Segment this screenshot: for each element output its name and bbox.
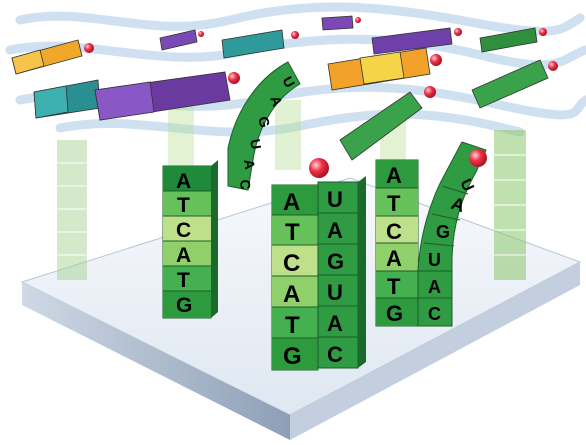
probe-column-3: A T C A T G [375,159,419,327]
strand-orange-yellow-right [327,47,442,91]
probe1-base-2: T [177,194,190,217]
target-base-4: U [247,138,265,151]
probe-column-2: A T C A T G [271,184,319,371]
strand-orange-top-left [11,39,94,75]
bound-strand-3: U A G U A C [417,141,487,327]
probe1-base-6: G [176,294,192,317]
bound-strand-2: U A G U A C [309,158,366,369]
probe2-base-2: T [285,219,300,246]
probe1-base-4: A [176,244,191,267]
target-base-3: G [255,115,273,130]
bound3-base-5: A [428,277,441,297]
strand-purple-small [159,29,204,51]
bound2-base-6: C [327,342,343,367]
strand-purple-right [371,27,462,55]
bound3-base-6: C [428,304,441,324]
bound2-base-5: A [327,311,343,336]
bound3-base-2: A [449,193,468,216]
probe1-base-3: C [176,219,191,242]
strand-green-right-mid [471,59,558,109]
bound3-base-4: U [428,250,441,270]
probe2-base-1: A [283,189,300,216]
bound2-base-4: U [327,280,343,305]
faded-probe-right [494,130,526,280]
probe2-base-5: T [285,312,300,339]
bound2-base-2: A [327,218,343,243]
probe3-base-2: T [387,191,401,216]
bound2-base-1: U [327,187,343,212]
target-base-5: A [241,158,258,170]
strand-teal-left [33,79,101,119]
probe2-base-4: A [283,281,300,308]
probe2-base-3: C [283,250,300,277]
bound3-base-3: G [436,222,450,242]
probe3-base-6: G [386,301,403,326]
probe1-base-5: T [177,269,190,292]
faded-probe-left [57,140,87,280]
bound2-base-3: G [327,249,344,274]
strand-teal-top [221,29,299,59]
floating-target-strand: U A G U A C [227,61,301,191]
probe1-base-1: A [176,170,191,193]
probe3-base-4: A [386,246,402,271]
strand-green-center-right [339,86,436,161]
probe3-base-1: A [386,163,402,188]
probe3-base-3: C [386,219,402,244]
strand-green-far-right [479,27,547,53]
probe3-base-5: T [387,274,401,299]
strand-purple-left [94,71,240,121]
probe-column-1: A T C A T G [162,160,218,319]
strand-purple-top [321,15,361,31]
target-base-6: C [237,179,254,190]
floating-strands [11,15,558,161]
probe2-base-6: G [283,343,302,370]
